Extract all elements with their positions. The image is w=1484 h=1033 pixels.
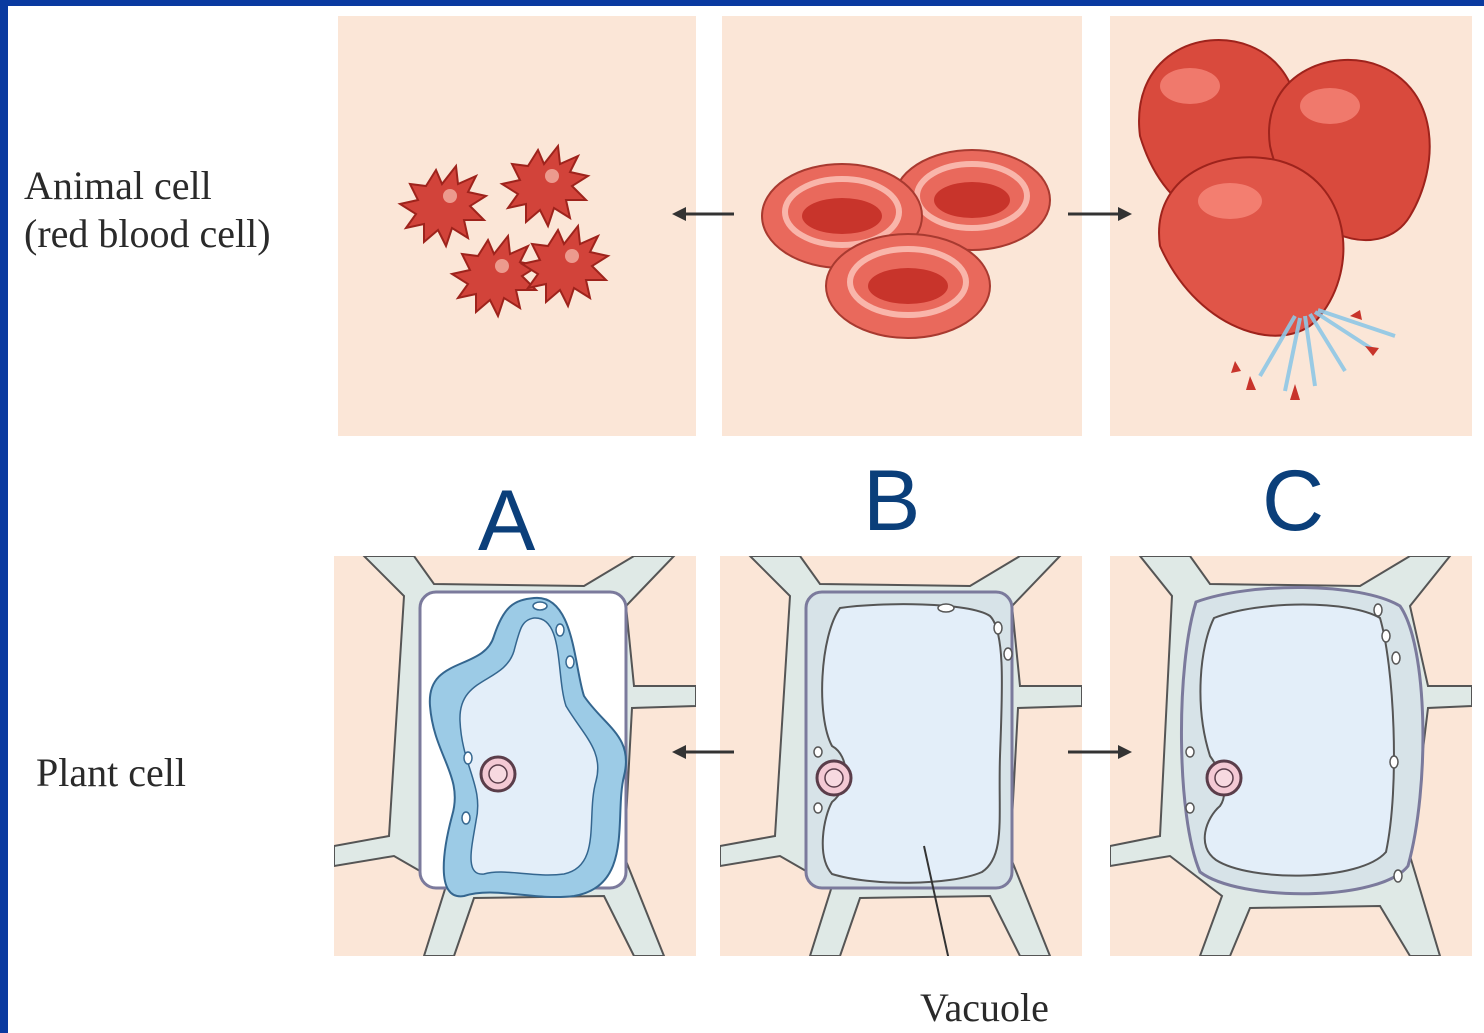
vacuole-label: Vacuole [920, 984, 1049, 1032]
animal-cell-shrunken-panel [338, 16, 696, 436]
plant-cell-plasmolyzed-panel [334, 556, 696, 956]
animal-cell-label: Animal cell (red blood cell) [24, 162, 271, 258]
nucleus [1207, 761, 1241, 795]
nucleus [481, 757, 515, 791]
arrow-right-animal [1068, 204, 1132, 224]
animal-cell-normal-panel [722, 16, 1082, 436]
nucleus [817, 761, 851, 795]
arrow-left-animal [672, 204, 736, 224]
plant-cell-label: Plant cell [36, 749, 186, 797]
column-label-b: B [863, 458, 920, 544]
column-label-a: A [478, 478, 535, 564]
arrow-right-plant [1068, 742, 1132, 762]
column-label-c: C [1262, 458, 1324, 544]
diagram-frame: Animal cell (red blood cell) Plant cell … [8, 6, 1484, 1033]
animal-cell-swollen-panel [1110, 16, 1472, 436]
plant-cell-turgid-panel [1110, 556, 1472, 956]
arrow-left-plant [672, 742, 736, 762]
plant-cell-normal-panel [720, 556, 1082, 956]
